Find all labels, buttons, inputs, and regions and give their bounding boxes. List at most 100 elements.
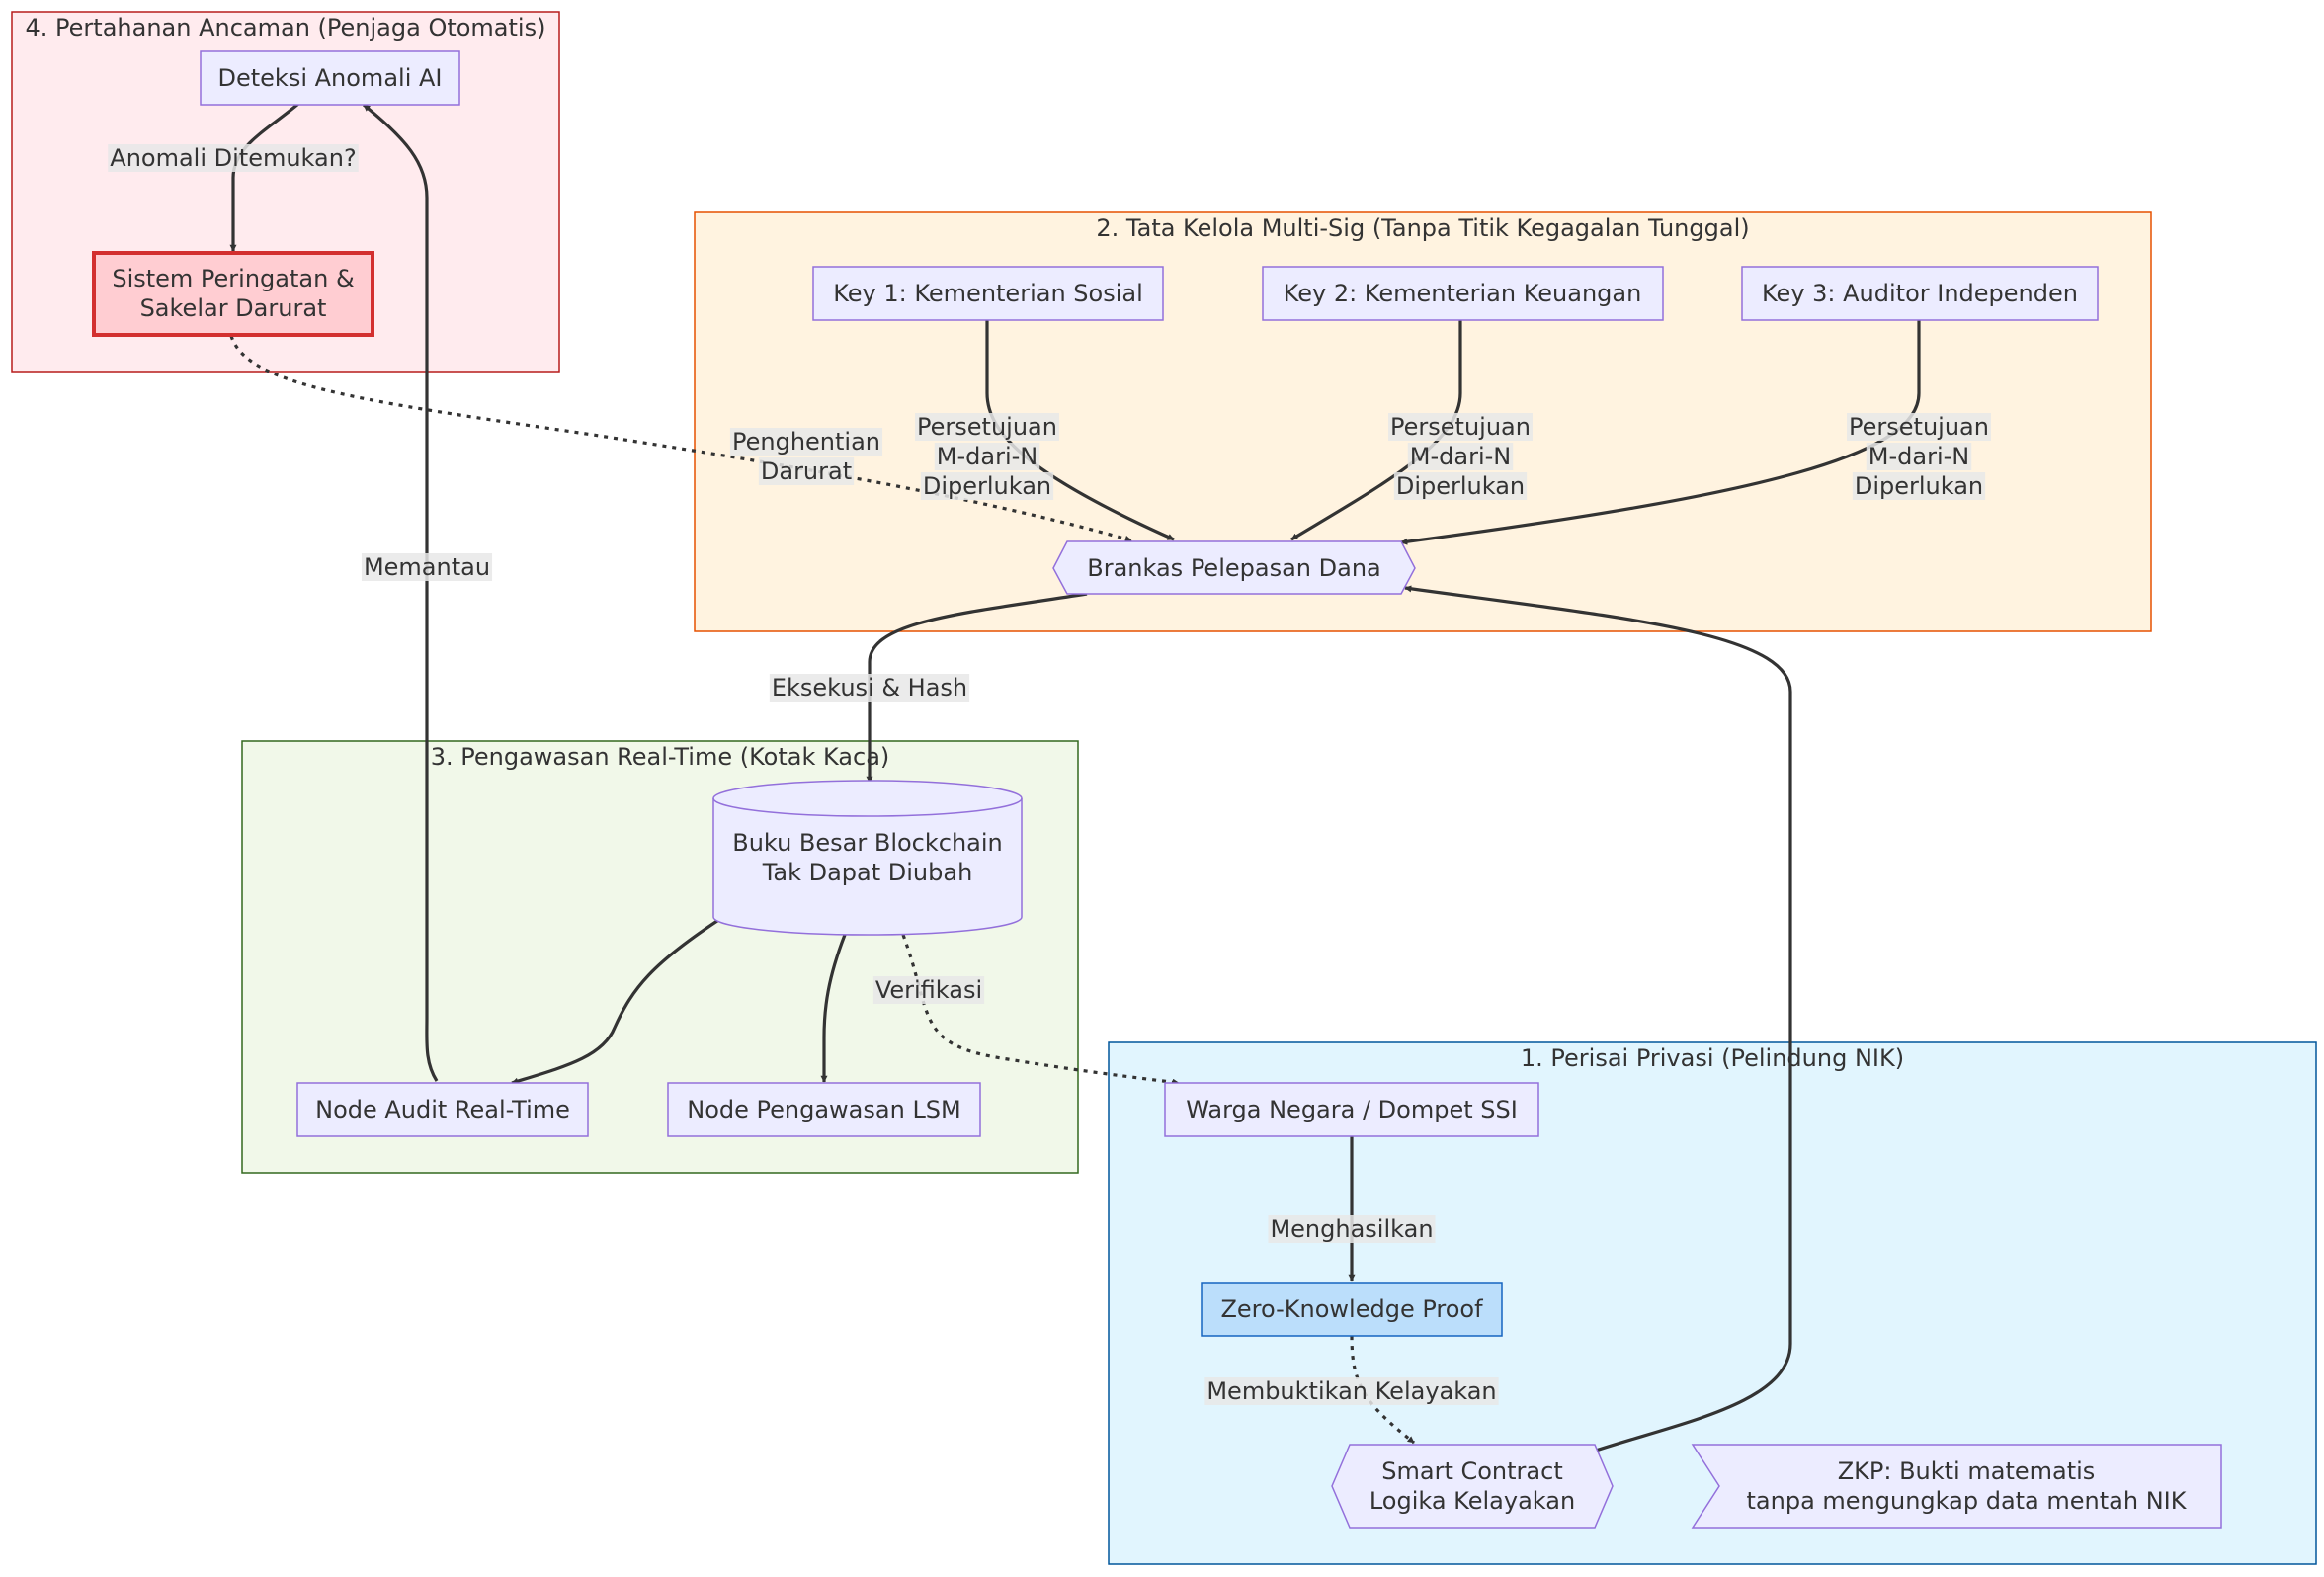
node-key1[interactable]: Key 1: Kementerian Sosial bbox=[812, 266, 1164, 321]
edge-label-background bbox=[1204, 1377, 1499, 1405]
node-zkp[interactable]: Zero-Knowledge Proof bbox=[1201, 1282, 1503, 1337]
edge-ledger-to-citizen bbox=[901, 934, 1180, 1086]
node-key3-box bbox=[1741, 266, 2099, 321]
node-label-line: Brankas Pelepasan Dana bbox=[1087, 554, 1380, 582]
edge-anomaly-to-alert bbox=[229, 102, 300, 252]
edge-label-generate: Menghasilkan bbox=[1268, 1215, 1436, 1243]
edge-label-background bbox=[1866, 443, 1972, 470]
edge-label-anomaly-found: Anomali Ditemukan? bbox=[108, 144, 359, 172]
cluster-oversight-title: 3. Pengawasan Real-Time (Kotak Kaca) bbox=[431, 743, 890, 771]
edge-label-text: Eksekusi & Hash bbox=[772, 674, 967, 702]
edge-label-background bbox=[934, 443, 1040, 470]
node-key3-label: Key 3: Auditor Independen bbox=[1762, 280, 2078, 307]
node-label-line: Sakelar Darurat bbox=[140, 294, 327, 322]
edge-smartcontract-to-vault bbox=[1404, 585, 1792, 1452]
cluster-governance-title: 2. Tata Kelola Multi-Sig (Tanpa Titik Ke… bbox=[1096, 214, 1749, 242]
node-key2-label: Key 2: Kementerian Keuangan bbox=[1284, 280, 1642, 307]
node-label-line: Logika Kelayakan bbox=[1370, 1487, 1575, 1515]
edge-audit-to-anomaly bbox=[362, 103, 439, 1082]
edge-label-background bbox=[758, 457, 855, 485]
edge-label-background bbox=[920, 472, 1054, 500]
node-label-line: Key 1: Kementerian Sosial bbox=[833, 280, 1143, 307]
node-citizen[interactable]: Warga Negara / Dompet SSI bbox=[1164, 1082, 1539, 1137]
cluster-defense-title: 4. Pertahanan Ancaman (Penjaga Otomatis) bbox=[26, 14, 546, 42]
node-label-line: ZKP: Bukti matematis bbox=[1838, 1457, 2096, 1485]
node-key2-box bbox=[1262, 266, 1664, 321]
edge-label-background bbox=[915, 413, 1059, 441]
edge-label-background bbox=[872, 976, 985, 1004]
edge-label-text: Diperlukan bbox=[1396, 472, 1525, 500]
node-anomaly-ai-label: Deteksi Anomali AI bbox=[218, 64, 443, 92]
edge-label-background bbox=[361, 553, 493, 581]
edge-label-background bbox=[1388, 413, 1533, 441]
edge-label-verify: Verifikasi bbox=[872, 976, 985, 1004]
edge-label-text: Penghentian bbox=[732, 428, 880, 456]
node-key2[interactable]: Key 2: Kementerian Keuangan bbox=[1262, 266, 1664, 321]
edge-key3-to-vault bbox=[1400, 318, 1921, 545]
node-alert-system-box bbox=[92, 251, 374, 337]
edge-label-text: Membuktikan Kelayakan bbox=[1206, 1377, 1496, 1405]
node-label-line: Key 3: Auditor Independen bbox=[1762, 280, 2078, 307]
node-zkp-box bbox=[1201, 1282, 1503, 1337]
node-label-line: Zero-Knowledge Proof bbox=[1220, 1295, 1483, 1323]
edge-label-text: Darurat bbox=[761, 457, 852, 485]
node-label-line: Sistem Peringatan & bbox=[112, 265, 354, 292]
edge-label-background bbox=[1852, 472, 1986, 500]
edge-label-monitor: Memantau bbox=[361, 553, 493, 581]
node-key1-label: Key 1: Kementerian Sosial bbox=[833, 280, 1143, 307]
node-label-line: Warga Negara / Dompet SSI bbox=[1186, 1096, 1518, 1123]
edge-zkp-to-smartcontract bbox=[1350, 1335, 1415, 1445]
node-ledger-box bbox=[712, 780, 1023, 936]
node-label-line: Node Pengawasan LSM bbox=[687, 1096, 961, 1123]
node-label-line: Tak Dapat Diubah bbox=[762, 859, 973, 886]
node-vault[interactable]: Brankas Pelepasan Dana bbox=[1052, 540, 1416, 595]
nodes: Deteksi Anomali AI Sistem Peringatan &Sa… bbox=[92, 50, 2222, 1529]
node-ngo-box bbox=[667, 1082, 981, 1137]
node-label-line: Key 2: Kementerian Keuangan bbox=[1284, 280, 1642, 307]
edge-vault-to-ledger bbox=[866, 592, 1088, 784]
edge-label-background bbox=[108, 144, 359, 172]
edge-label-background bbox=[1393, 472, 1528, 500]
node-citizen-box bbox=[1164, 1082, 1539, 1137]
edge-label-background bbox=[729, 428, 883, 456]
node-zkp-note-box bbox=[1691, 1444, 2222, 1529]
edge-alert-to-vault bbox=[229, 335, 1132, 542]
node-label-line: Smart Contract bbox=[1381, 1457, 1562, 1485]
edge-label-background bbox=[1847, 413, 1991, 441]
node-key3[interactable]: Key 3: Auditor Independen bbox=[1741, 266, 2099, 321]
edge-label-text: M-dari-N bbox=[1410, 443, 1511, 470]
edge-label-background bbox=[1268, 1215, 1436, 1243]
node-label-line: Deteksi Anomali AI bbox=[218, 64, 443, 92]
node-vault-box bbox=[1052, 540, 1416, 595]
node-audit[interactable]: Node Audit Real-Time bbox=[296, 1082, 589, 1137]
edge-label-text: Diperlukan bbox=[923, 472, 1051, 500]
node-anomaly-ai[interactable]: Deteksi Anomali AI bbox=[200, 50, 460, 106]
node-smart-contract-box bbox=[1331, 1444, 1614, 1529]
node-ngo-label: Node Pengawasan LSM bbox=[687, 1096, 961, 1123]
node-zkp-label: Zero-Knowledge Proof bbox=[1220, 1295, 1483, 1323]
edge-label-execute-hash: Eksekusi & Hash bbox=[769, 674, 970, 702]
edge-label-text: Menghasilkan bbox=[1270, 1215, 1433, 1243]
node-alert-system-label: Sistem Peringatan &Sakelar Darurat bbox=[112, 265, 354, 322]
edge-label-text: Anomali Ditemukan? bbox=[110, 144, 356, 172]
edge-label-text: Persetujuan bbox=[1849, 413, 1989, 441]
edge-label-text: Verifikasi bbox=[875, 976, 982, 1004]
node-audit-box bbox=[296, 1082, 589, 1137]
node-label-line: Node Audit Real-Time bbox=[315, 1096, 570, 1123]
cluster-privacy-title: 1. Perisai Privasi (Pelindung NIK) bbox=[1521, 1044, 1904, 1072]
node-label-line: tanpa mengungkap data mentah NIK bbox=[1747, 1487, 2188, 1515]
node-alert-system[interactable]: Sistem Peringatan &Sakelar Darurat bbox=[92, 251, 374, 337]
node-ngo[interactable]: Node Pengawasan LSM bbox=[667, 1082, 981, 1137]
node-label-line: Buku Besar Blockchain bbox=[732, 829, 1003, 857]
